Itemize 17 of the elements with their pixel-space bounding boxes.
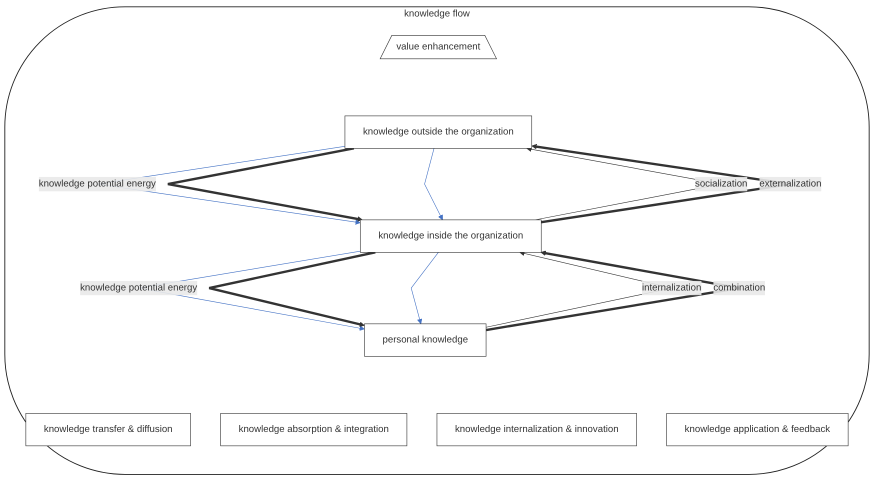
- node-box: knowledge inside the organization: [360, 220, 542, 254]
- edge-label: externalization: [759, 179, 822, 190]
- edge-label: internalization: [642, 283, 702, 294]
- node-box: personal knowledge: [364, 324, 486, 357]
- edge-label: knowledge potential energy: [80, 283, 198, 294]
- edge-label: knowledge potential energy: [38, 179, 156, 190]
- edge-label: socialization: [695, 179, 748, 190]
- arrow: [166, 148, 363, 222]
- node-box: knowledge application & feedback: [666, 413, 848, 447]
- arrow: [424, 148, 443, 220]
- node-box: knowledge outside the organization: [344, 116, 532, 150]
- node-box: knowledge transfer & diffusion: [26, 413, 191, 447]
- arrow: [410, 252, 439, 324]
- node-box: knowledge absorption & integration: [220, 413, 408, 447]
- node-box: knowledge internalization & innovation: [436, 413, 637, 447]
- arrow: [208, 252, 376, 328]
- edge-label: combination: [713, 283, 766, 294]
